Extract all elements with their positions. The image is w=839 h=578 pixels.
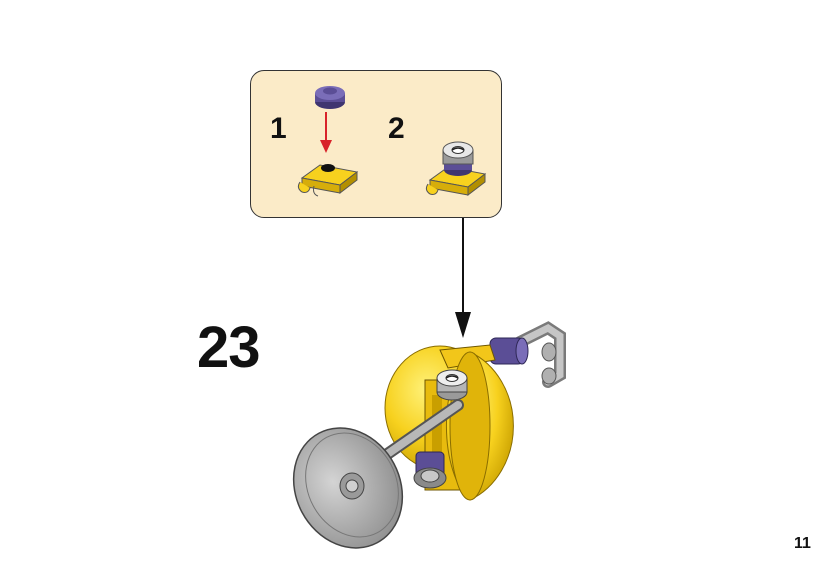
gray-dish-icon xyxy=(292,427,404,549)
yellow-clip-plate-icon xyxy=(297,164,359,197)
page-number: 11 xyxy=(794,535,811,552)
substep-2-number: 2 xyxy=(388,112,405,145)
step-number: 23 xyxy=(197,315,261,380)
purple-cylinder-icon xyxy=(489,337,529,365)
main-model-illustration xyxy=(292,321,566,549)
gray-pipe-icon xyxy=(514,321,566,388)
substep-1-parts xyxy=(297,86,359,197)
red-arrow-icon xyxy=(320,112,332,153)
connector-arrow-icon xyxy=(455,218,471,338)
purple-round-plate-icon xyxy=(315,86,345,109)
yellow-clip-plate-icon xyxy=(425,166,487,197)
purple-gray-stack-icon xyxy=(442,141,474,176)
substep-1-number: 1 xyxy=(270,112,287,145)
white-tile-icon xyxy=(436,369,468,401)
substep-2-parts xyxy=(425,141,487,197)
gray-round-brick-icon xyxy=(413,451,447,489)
